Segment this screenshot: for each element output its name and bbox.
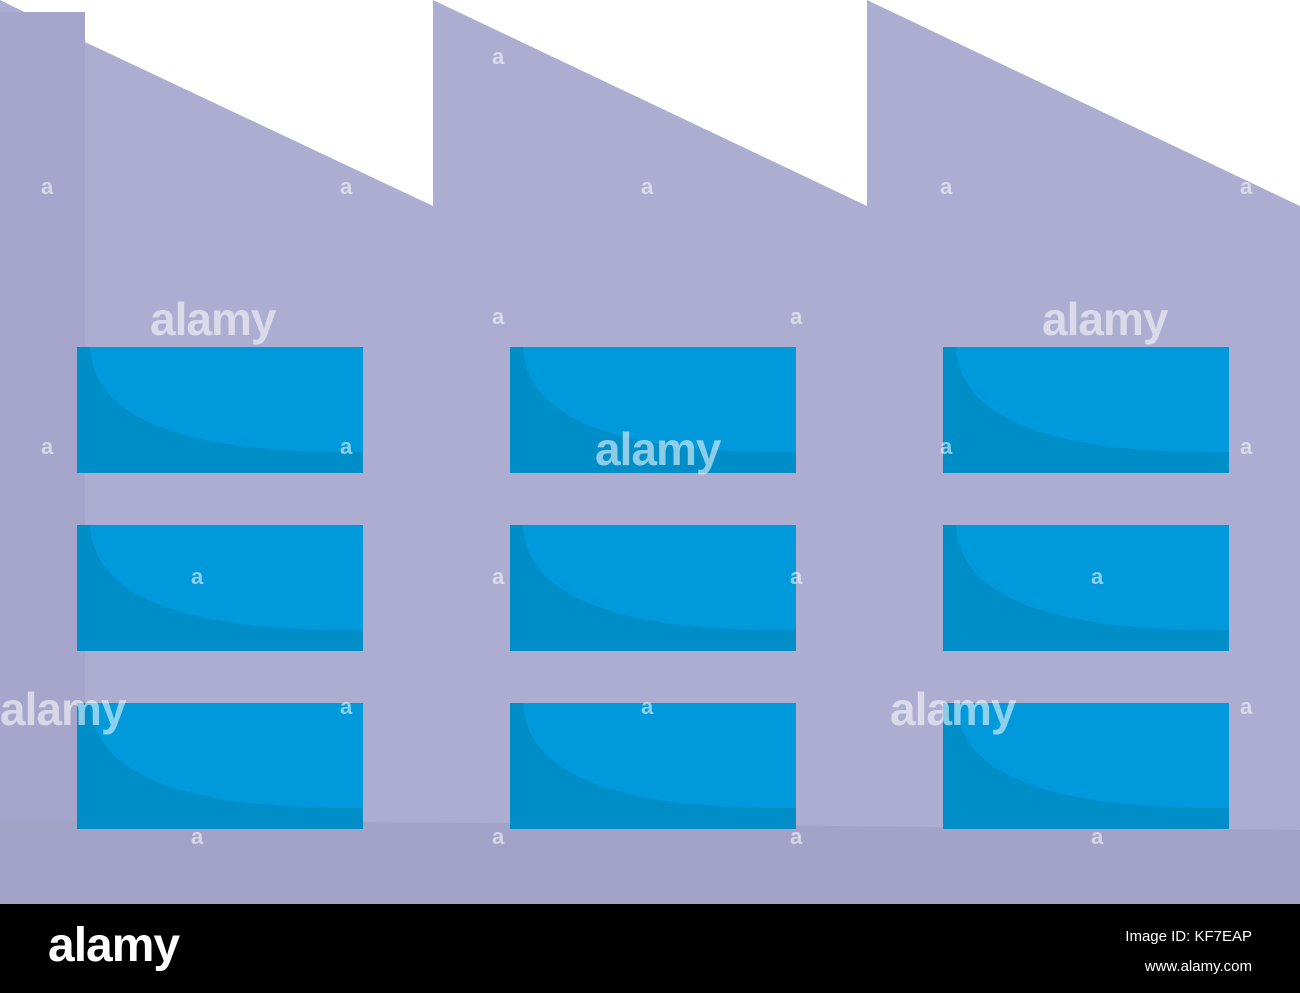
window-row-1 xyxy=(77,347,1229,473)
window-shadow xyxy=(943,525,1229,651)
image-id-label: Image ID: KF7EAP xyxy=(1125,928,1252,945)
window-shadow xyxy=(943,347,1229,473)
window-shadow xyxy=(77,525,363,651)
factory-illustration xyxy=(0,0,1300,904)
building-side-shade xyxy=(0,12,85,904)
alamy-logo: alamy xyxy=(48,919,180,972)
window-shadow xyxy=(77,703,363,829)
window-shadow xyxy=(510,703,796,829)
site-url-label: www.alamy.com xyxy=(1144,958,1252,975)
window-row-2 xyxy=(77,525,1229,651)
building-base-shade xyxy=(0,822,1300,904)
window-shadow xyxy=(510,347,796,473)
window-shadow xyxy=(510,525,796,651)
window-shadow xyxy=(943,703,1229,829)
footer-bar: alamy Image ID: KF7EAP www.alamy.com xyxy=(0,904,1300,993)
window-shadow xyxy=(77,347,363,473)
window-row-3 xyxy=(77,703,1229,829)
